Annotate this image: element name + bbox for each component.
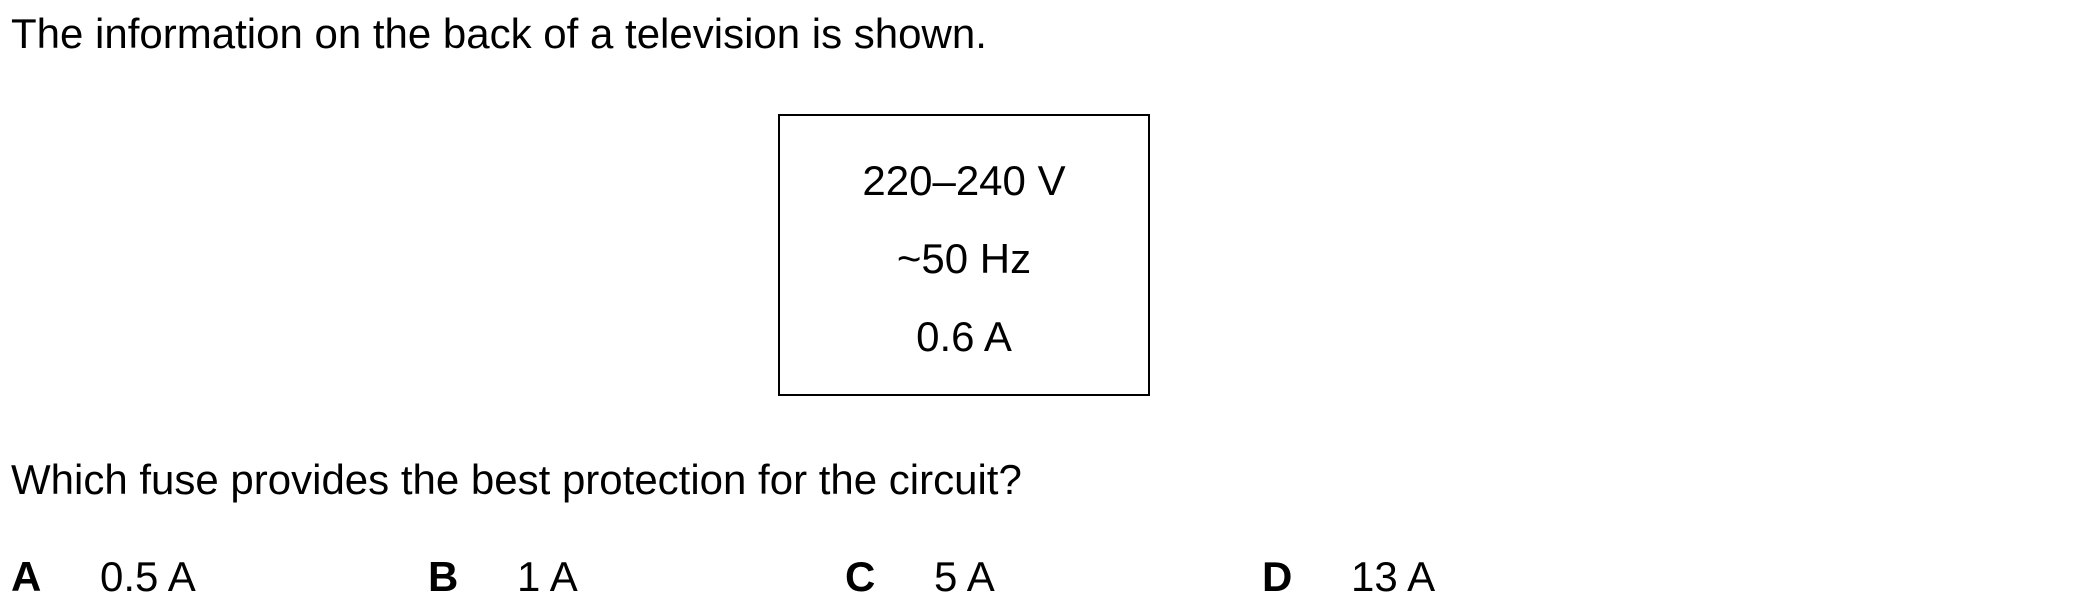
option-value: 0.5 A (100, 553, 196, 600)
question-text: Which fuse provides the best protection … (11, 456, 1022, 503)
current-rating: 0.6 A (916, 313, 1012, 360)
television-rating-label: 220–240 V ~50 Hz 0.6 A (778, 114, 1150, 396)
frequency-rating: ~50 Hz (896, 235, 1032, 282)
option-value: 1 A (517, 553, 578, 600)
option-letter: B (428, 553, 459, 600)
question-stem: The information on the back of a televis… (11, 10, 987, 57)
option-letter: C (845, 553, 876, 600)
option-value: 5 A (934, 553, 995, 600)
option-letter: D (1262, 553, 1293, 600)
voltage-rating: 220–240 V (862, 157, 1066, 204)
option-letter: A (11, 553, 42, 600)
option-value: 13 A (1351, 553, 1436, 600)
